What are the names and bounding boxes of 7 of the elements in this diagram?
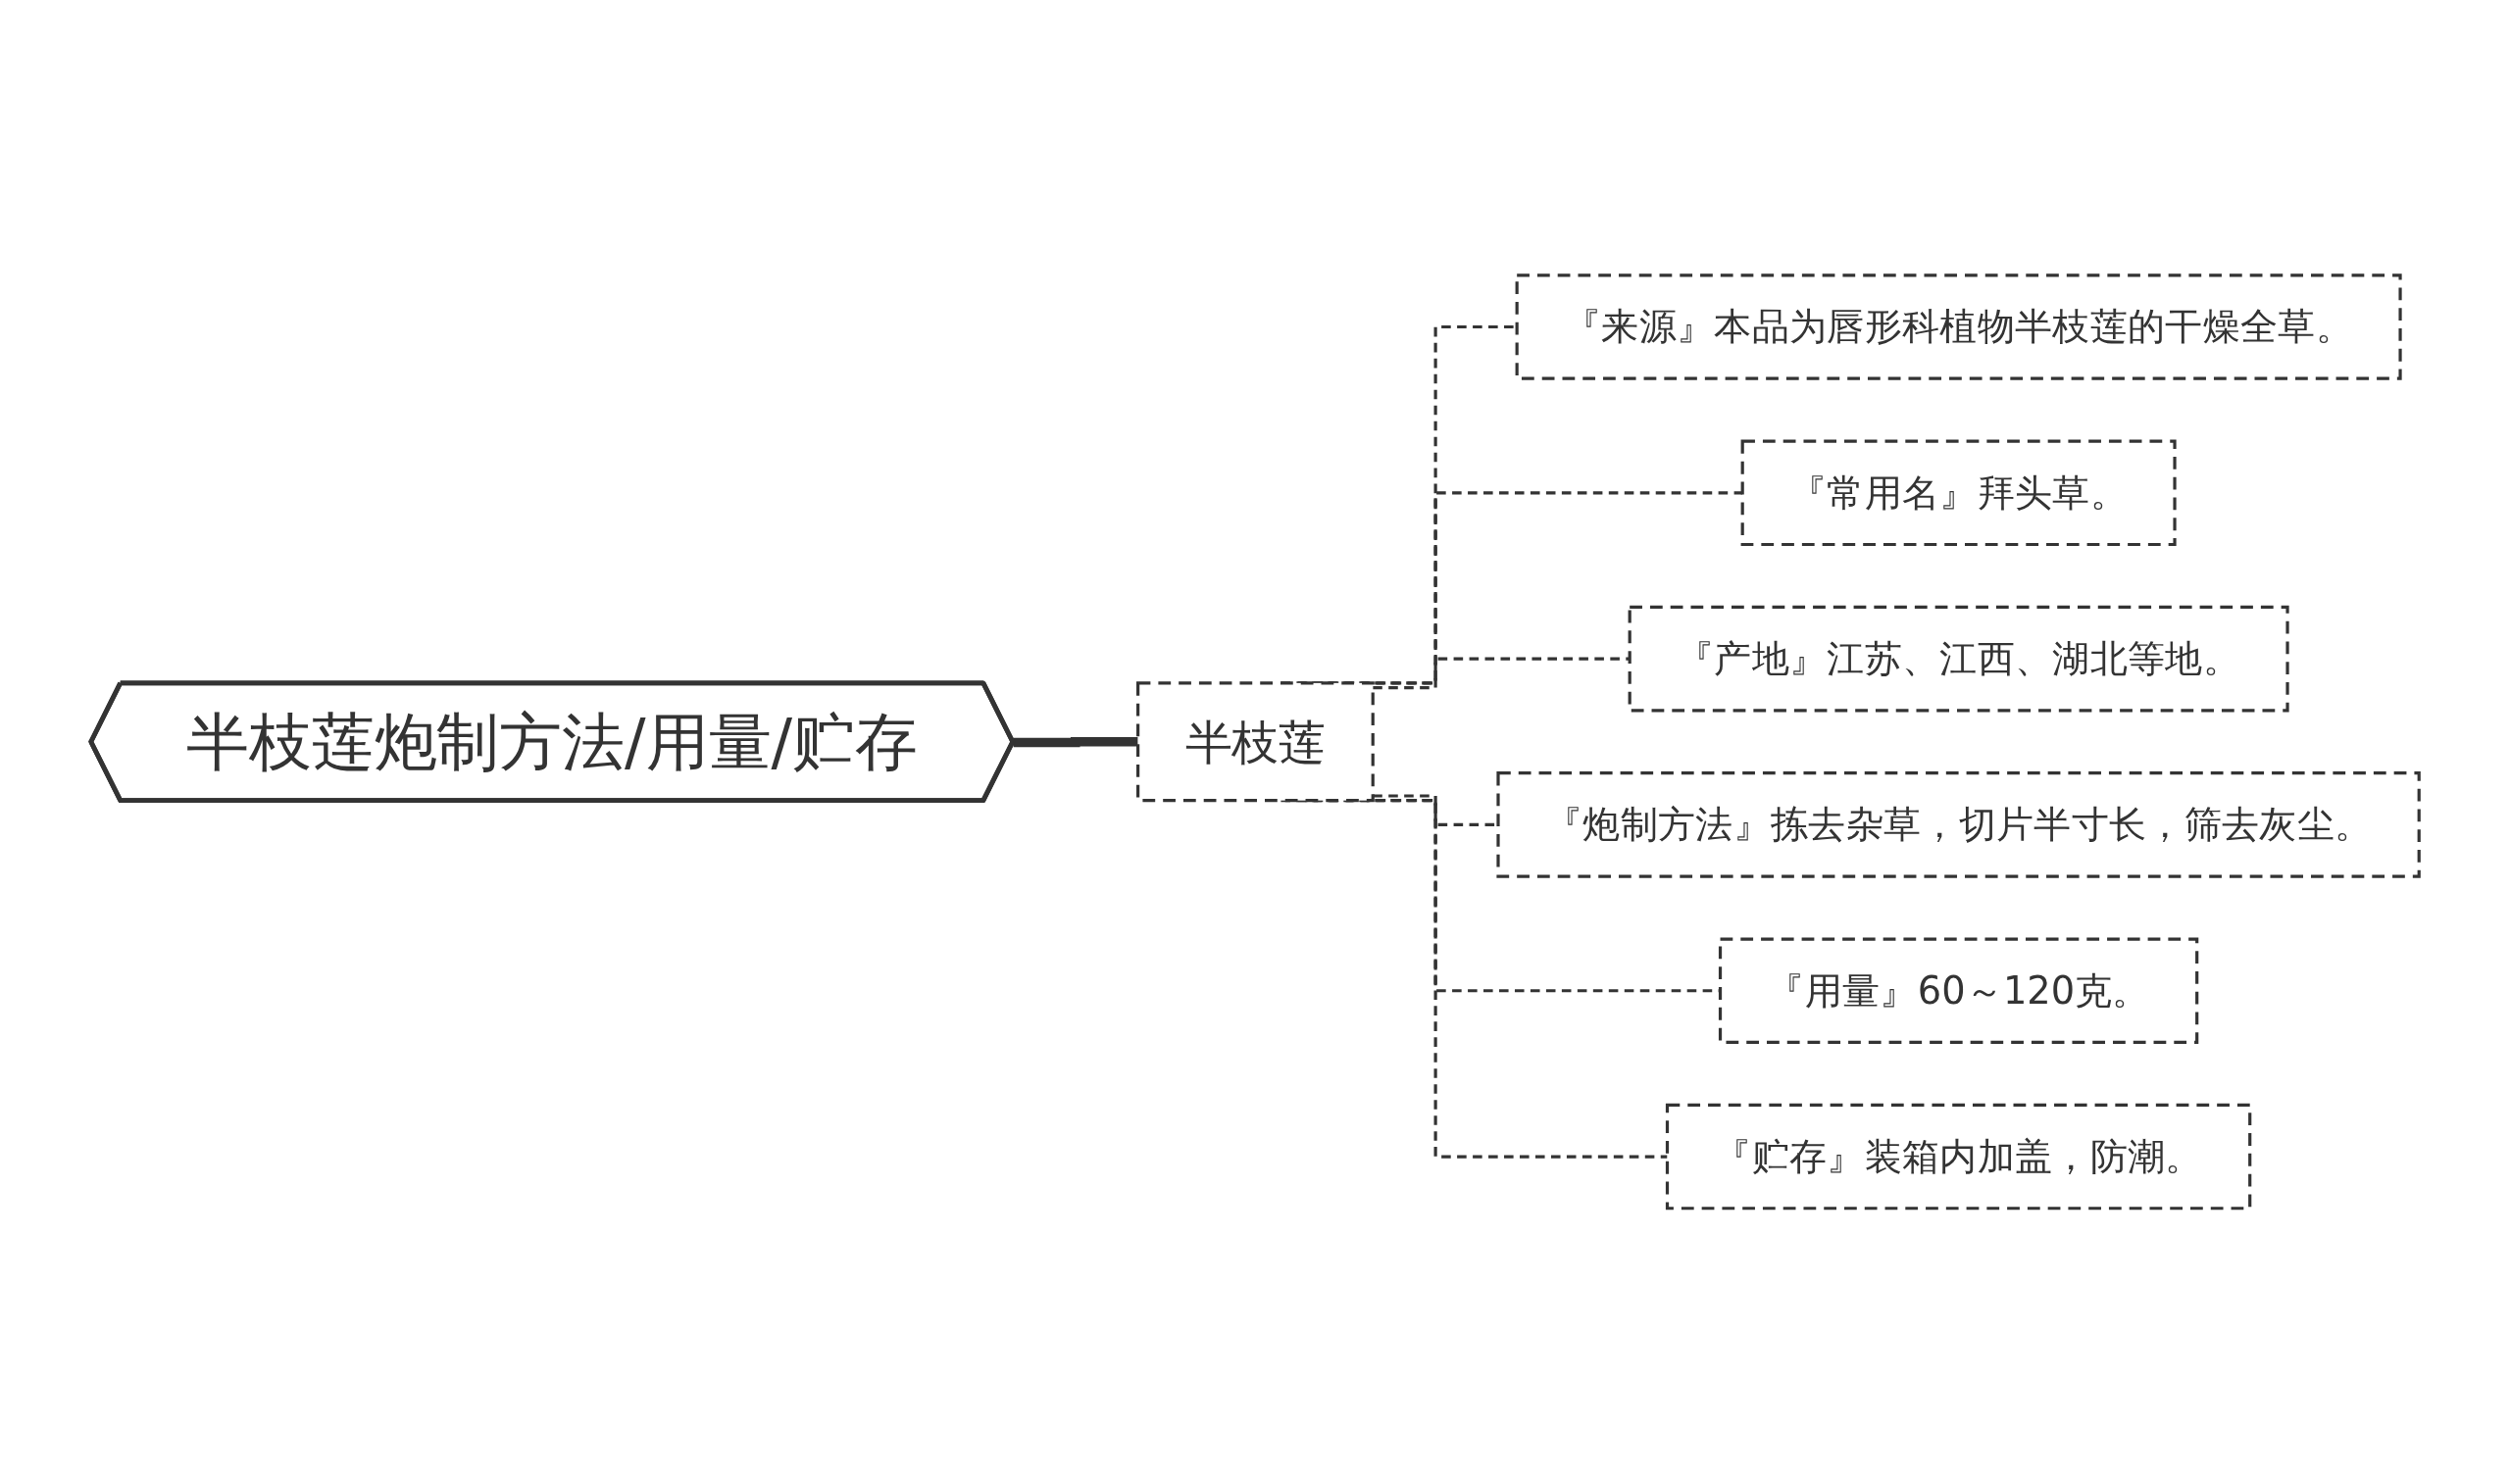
node-box: 『来源』本品为唇形科植物半枝莲的干燥全草。 [1515, 273, 2402, 380]
node-box: 『产地』江苏、江西、湖北等地。 [1628, 606, 2289, 713]
node-box: 『炮制方法』拣去杂草，切片半寸长，筛去灰尘。 [1496, 771, 2421, 878]
node-box: 『常用名』拜头草。 [1740, 439, 2177, 547]
node-box: 『用量』60～120克。 [1718, 937, 2199, 1045]
node-box: 半枝莲 [1136, 681, 1375, 803]
node-box: 『贮存』装箱内加盖，防潮。 [1665, 1103, 2252, 1211]
